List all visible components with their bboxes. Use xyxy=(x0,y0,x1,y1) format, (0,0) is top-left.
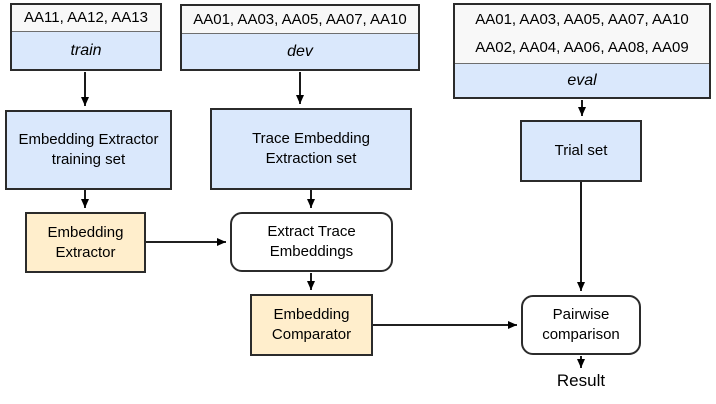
split-label: dev xyxy=(287,42,313,60)
node-label: Trace Embedding Extraction set xyxy=(252,130,370,167)
result-label: Result xyxy=(556,371,606,390)
dataset-eval-label: eval xyxy=(455,64,709,97)
node-embedding-extractor-training-set: Embedding Extractor training set xyxy=(5,110,172,190)
node-trace-embedding-extraction-set: Trace Embedding Extraction set xyxy=(210,108,412,190)
node-trial-set: Trial set xyxy=(520,120,642,182)
dataset-train-label: train xyxy=(12,32,160,69)
node-pairwise-comparison: Pairwise comparison xyxy=(521,295,641,355)
dataset-dev-sessions: AA01, AA03, AA05, AA07, AA10 xyxy=(182,6,418,34)
split-label: eval xyxy=(567,71,597,89)
dataset-eval-sessions: AA01, AA03, AA05, AA07, AA10 AA02, AA04,… xyxy=(455,5,709,64)
session-list: AA01, AA03, AA05, AA07, AA10 xyxy=(193,10,407,28)
dataset-dev-label: dev xyxy=(182,34,418,69)
node-label: Embedding Comparator xyxy=(271,306,352,343)
node-embedding-comparator: Embedding Comparator xyxy=(250,294,373,356)
node-label: Extract Trace Embeddings xyxy=(267,223,356,260)
dataset-box-train: AA11, AA12, AA13 train xyxy=(10,3,162,71)
dataset-box-dev: AA01, AA03, AA05, AA07, AA10 dev xyxy=(180,4,420,71)
dataset-box-eval: AA01, AA03, AA05, AA07, AA10 AA02, AA04,… xyxy=(453,3,711,99)
node-label: Trial set xyxy=(554,142,608,160)
node-label: Embedding Extractor xyxy=(47,223,124,261)
session-list: AA02, AA04, AA06, AA08, AA09 xyxy=(475,39,689,56)
session-list: AA11, AA12, AA13 xyxy=(24,9,148,26)
node-extract-trace-embeddings: Extract Trace Embeddings xyxy=(230,212,393,272)
dataset-train-sessions: AA11, AA12, AA13 xyxy=(12,5,160,32)
node-embedding-extractor: Embedding Extractor xyxy=(25,212,146,273)
session-list: AA01, AA03, AA05, AA07, AA10 xyxy=(475,11,689,28)
node-label: Pairwise comparison xyxy=(542,306,620,343)
split-label: train xyxy=(70,41,102,59)
node-label: Embedding Extractor training set xyxy=(18,131,159,168)
